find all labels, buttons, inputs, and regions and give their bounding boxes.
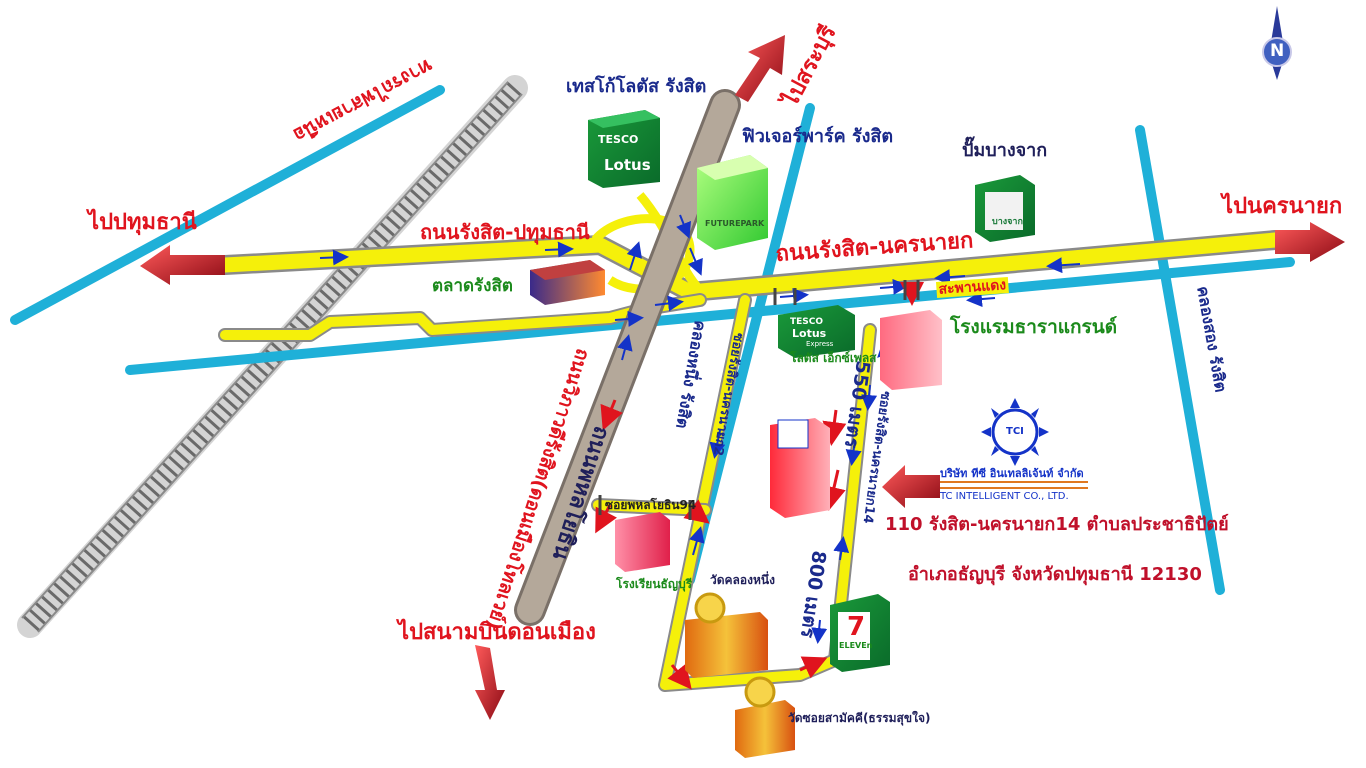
tesco-label: เทสโก้โลตัส รังสิต bbox=[566, 76, 707, 97]
lotus-express-label: โลตัส เอ็กซ์เพลส bbox=[790, 351, 877, 365]
seven-eleven-text: ELEVEn bbox=[839, 641, 873, 650]
to-nakhon-nayok-label: ไปนครนายก bbox=[1222, 194, 1343, 219]
route-arrows-red bbox=[595, 282, 924, 690]
market-label: ตลาดรังสิต bbox=[432, 276, 513, 296]
seven-eleven-number: 7 bbox=[847, 612, 866, 642]
hotel-label: โรงแรมธาราแกรนด์ bbox=[950, 316, 1118, 338]
tesco-logo-bottom: Lotus bbox=[604, 156, 651, 174]
road-rangsit-pathum-label: ถนนรังสิต-ปทุมธานี bbox=[420, 220, 590, 244]
wat-soi-samakkhi-label: วัดซอยสามัคคี(ธรรมสุขใจ) bbox=[788, 711, 931, 725]
lotus-express-logo-top: TESCO bbox=[790, 317, 824, 327]
soi-phahon94-label: ซอยพหลโยธิน94 bbox=[605, 498, 697, 512]
company-address-line2: อำเภอธัญบุรี จังหวัดปทุมธานี 12130 bbox=[908, 564, 1202, 585]
future-park-label: ฟิวเจอร์พาร์ค รังสิต bbox=[742, 126, 894, 147]
company-name-en: TC INTELLIGENT CO., LTD. bbox=[940, 491, 1069, 502]
company-name-th: บริษัท ทีซี อินเทลลิเจ้นท์ จำกัด bbox=[940, 467, 1084, 480]
wat-khlong-nueng-label: วัดคลองหนึ่ง bbox=[710, 573, 775, 587]
lotus-express-logo-mid: Lotus bbox=[792, 327, 827, 340]
company-address-line1: 110 รังสิต-นครนายก14 ตำบลประชาธิปัตย์ bbox=[885, 514, 1229, 535]
to-pathumthani-label: ไปปทุมธานี bbox=[88, 210, 197, 235]
lotus-express-logo-bottom: Express bbox=[806, 340, 834, 348]
bangchak-logo-text: บางจาก bbox=[992, 217, 1023, 227]
destination-arrows bbox=[140, 35, 1345, 720]
school-label: โรงเรียนธัญบุรี bbox=[616, 577, 693, 591]
tci-logo bbox=[940, 398, 1088, 489]
bridge-marks bbox=[598, 280, 920, 520]
tci-badge-text: TCI bbox=[1006, 426, 1024, 437]
compass-rose bbox=[1262, 6, 1292, 80]
compass-north-letter: N bbox=[1270, 41, 1285, 61]
to-don-mueang-label: ไปสนามบินดอนเมือง bbox=[398, 620, 596, 645]
vibhavadi-highway bbox=[514, 89, 741, 626]
bangchak-label: ปั๊มบางจาก bbox=[962, 140, 1048, 161]
future-park-logo-text: FUTUREPARK bbox=[705, 219, 765, 228]
tesco-logo-top: TESCO bbox=[598, 133, 639, 146]
landmark-buildings bbox=[530, 110, 1035, 758]
